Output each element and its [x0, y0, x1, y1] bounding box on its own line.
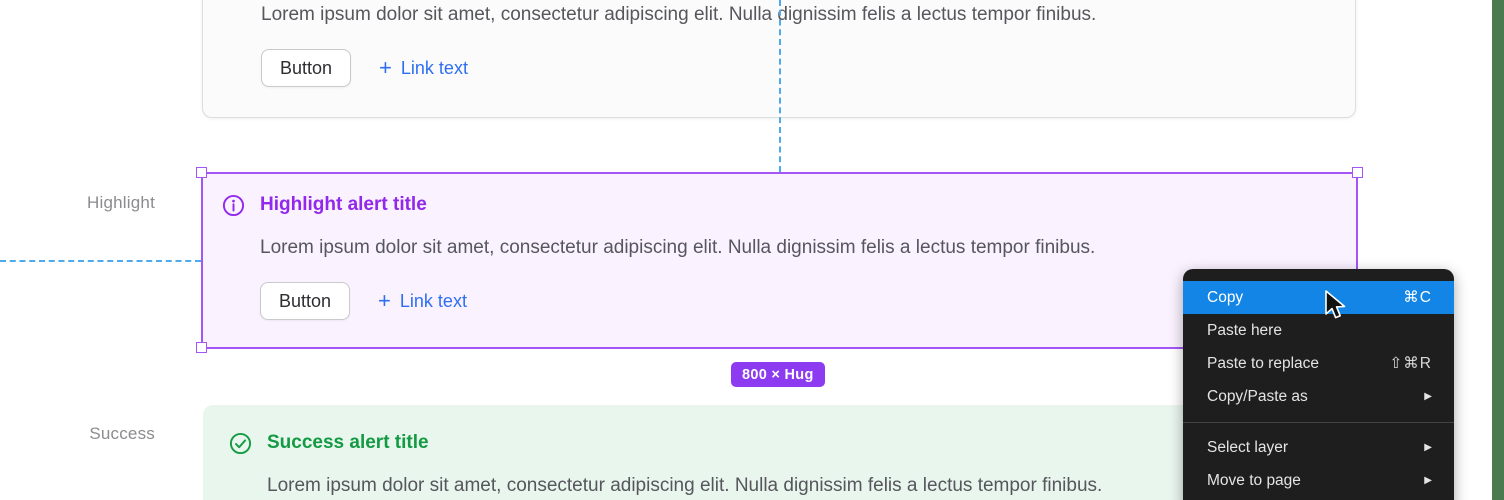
- menu-item-label: Move to page: [1207, 471, 1301, 489]
- menu-item-select-layer[interactable]: Select layer ▶: [1183, 431, 1454, 464]
- row-label-success: Success: [89, 424, 155, 443]
- selection-handle-bottom-left[interactable]: [196, 342, 207, 353]
- alert-title-row: Highlight alert title: [222, 193, 1332, 217]
- menu-item-paste-here[interactable]: Paste here: [1183, 314, 1454, 347]
- alert-link-label: Link text: [400, 57, 468, 78]
- menu-item-shortcut: ⌘C: [1403, 289, 1432, 306]
- menu-item-label: Paste here: [1207, 321, 1282, 339]
- info-circle-icon: [222, 194, 245, 216]
- menu-item-label: Select layer: [1207, 438, 1288, 456]
- alert-actions: Button + Link text: [260, 282, 1332, 320]
- alert-actions: Button + Link text: [261, 49, 1331, 87]
- submenu-arrow-icon: ▶: [1424, 442, 1432, 453]
- alert-button[interactable]: Button: [261, 49, 352, 87]
- size-badge: 800 × Hug: [731, 362, 825, 387]
- menu-item-shortcut: ⇧⌘R: [1389, 355, 1432, 372]
- alert-body-text: Lorem ipsum dolor sit amet, consectetur …: [267, 475, 1103, 496]
- plus-icon: +: [378, 288, 391, 313]
- context-menu: Copy ⌘C Paste here Paste to replace ⇧⌘R …: [1183, 269, 1454, 500]
- alert-link-label: Link text: [399, 290, 467, 311]
- alert-title: Highlight alert title: [260, 194, 427, 215]
- plus-icon: +: [379, 55, 392, 80]
- menu-item-label: Copy/Paste as: [1207, 387, 1308, 405]
- menu-item-copy[interactable]: Copy ⌘C: [1183, 281, 1454, 314]
- alert-card-success[interactable]: Success alert title Lorem ipsum dolor si…: [203, 405, 1356, 500]
- menu-item-paste-to-replace[interactable]: Paste to replace ⇧⌘R: [1183, 347, 1454, 380]
- menu-item-label: Copy: [1207, 288, 1244, 306]
- alert-button[interactable]: Button: [260, 282, 351, 320]
- alert-card-highlight[interactable]: Highlight alert title Lorem ipsum dolor …: [201, 172, 1358, 349]
- alert-link[interactable]: + Link text: [378, 288, 467, 313]
- alert-link[interactable]: + Link text: [379, 55, 468, 80]
- row-label-highlight: Highlight: [87, 193, 155, 212]
- vertical-guide-line: [779, 0, 781, 172]
- selection-handle-top-right[interactable]: [1352, 167, 1363, 178]
- alert-title: Success alert title: [267, 432, 429, 453]
- horizontal-guide-line: [0, 260, 201, 262]
- alert-title-row: Success alert title: [229, 431, 1332, 455]
- alert-body-text: Lorem ipsum dolor sit amet, consectetur …: [261, 4, 1097, 25]
- selection-handle-top-left[interactable]: [196, 167, 207, 178]
- green-edge-strip: [1492, 0, 1504, 500]
- check-circle-icon: [229, 432, 252, 454]
- menu-item-copy-paste-as[interactable]: Copy/Paste as ▶: [1183, 380, 1454, 413]
- submenu-arrow-icon: ▶: [1424, 475, 1432, 486]
- alert-body-text: Lorem ipsum dolor sit amet, consectetur …: [260, 237, 1096, 258]
- mouse-cursor-icon: [1325, 290, 1346, 319]
- submenu-arrow-icon: ▶: [1424, 391, 1432, 402]
- menu-separator: [1183, 422, 1454, 423]
- menu-item-move-to-page[interactable]: Move to page ▶: [1183, 464, 1454, 497]
- menu-item-label: Paste to replace: [1207, 354, 1320, 372]
